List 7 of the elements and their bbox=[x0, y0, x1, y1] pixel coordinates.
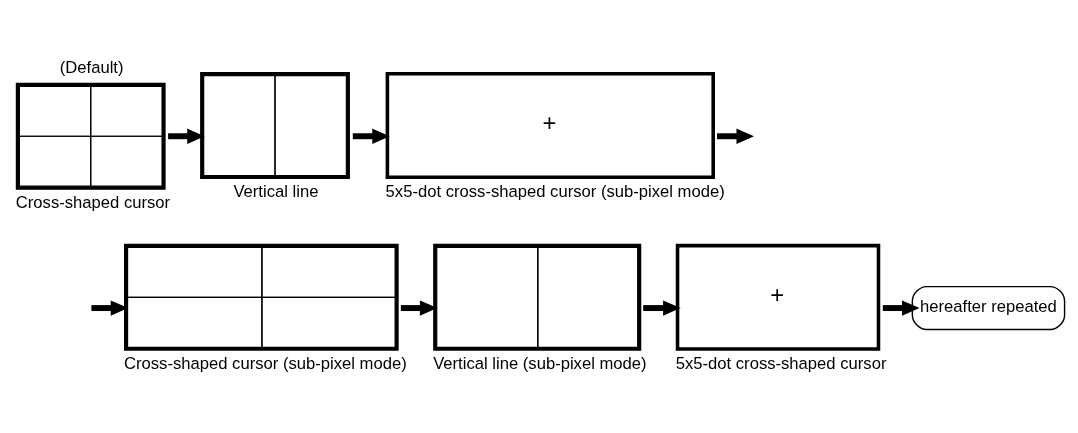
node-label: Cross-shaped cursor bbox=[15, 192, 171, 212]
node-label: Vertical line (sub-pixel mode) bbox=[433, 353, 647, 373]
node-label: Cross-shaped cursor (sub-pixel mode) bbox=[124, 353, 407, 373]
node-label: 5x5-dot cross-shaped cursor bbox=[675, 353, 887, 373]
node-label: (Default) bbox=[59, 58, 124, 78]
node-label: Vertical line bbox=[233, 182, 319, 202]
node-label: 5x5-dot cross-shaped cursor (sub-pixel mode) bbox=[385, 182, 725, 202]
